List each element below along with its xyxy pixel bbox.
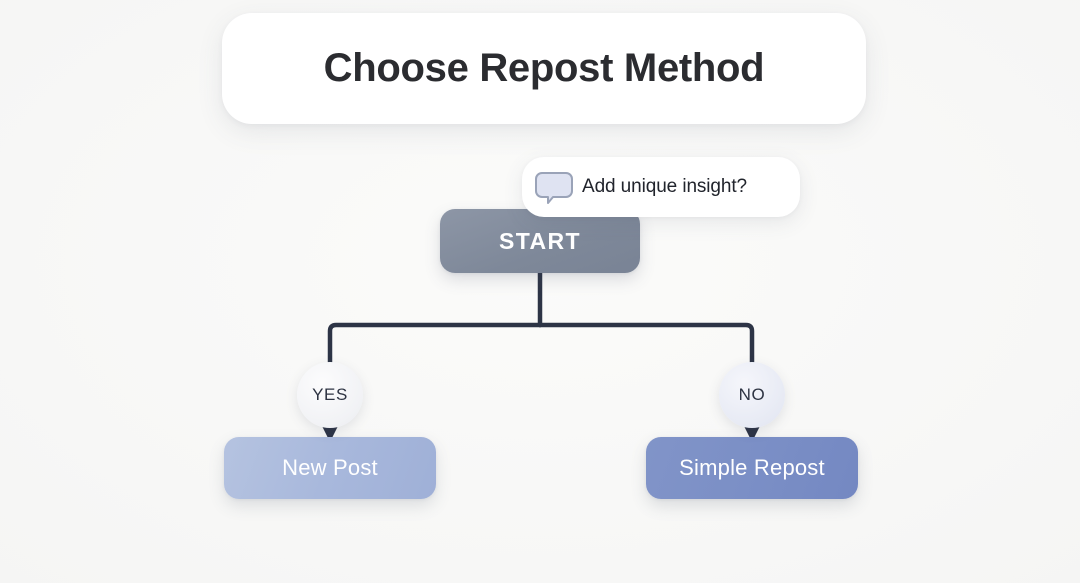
node-simple-repost[interactable]: Simple Repost xyxy=(646,437,858,499)
node-simple-repost-label: Simple Repost xyxy=(679,455,825,480)
callout-text: Add unique insight? xyxy=(582,176,748,197)
node-new-post[interactable]: New Post xyxy=(224,437,436,499)
callout-add-unique-insight[interactable]: Add unique insight? xyxy=(522,157,800,217)
page-title: Choose Repost Method xyxy=(323,46,765,90)
branch-badge-no-label: NO xyxy=(738,385,766,404)
node-start-label: START xyxy=(499,227,581,254)
branch-badge-yes[interactable]: YES xyxy=(297,362,363,428)
branch-badge-yes-label: YES xyxy=(312,385,348,404)
node-start[interactable]: START xyxy=(440,209,640,273)
title-card: Choose Repost Method xyxy=(222,13,866,124)
branch-badge-no[interactable]: NO xyxy=(719,362,785,428)
node-new-post-label: New Post xyxy=(282,455,378,480)
speech-bubble-icon xyxy=(534,171,574,205)
